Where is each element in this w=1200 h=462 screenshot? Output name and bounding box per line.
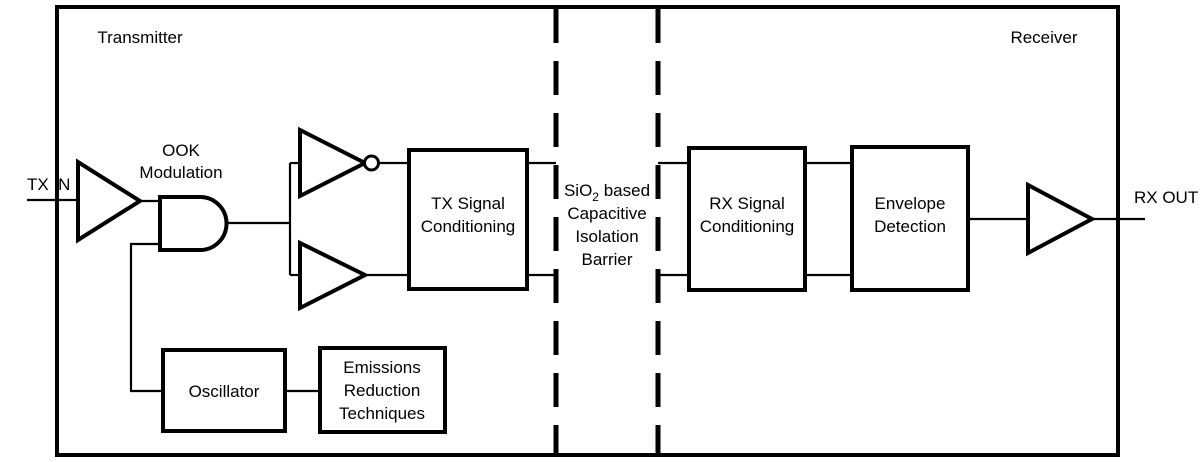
device-outline xyxy=(55,5,1120,457)
barrier-label-line2: Capacitive xyxy=(567,204,646,223)
tx-signal-conditioning-label-line2: Conditioning xyxy=(421,217,516,236)
emissions-reduction-block xyxy=(318,346,447,434)
barrier-label-line3: Isolation xyxy=(575,227,638,246)
tx-input-buffer-icon xyxy=(76,158,144,244)
barrier-label-line4: Barrier xyxy=(581,250,632,269)
envelope-detection-block xyxy=(850,145,970,292)
and-gate-icon xyxy=(158,195,229,252)
oscillator-label: Oscillator xyxy=(189,382,260,401)
inverter-bubble-icon xyxy=(363,154,380,172)
ook-modulation-label-line2: Modulation xyxy=(139,163,222,182)
envelope-detection-label-line2: Detection xyxy=(874,217,946,236)
envelope-detection-label-line1: Envelope xyxy=(875,194,946,213)
ook-modulation-label-line1: OOK xyxy=(162,141,200,160)
emissions-reduction-label-line2: Reduction xyxy=(344,381,421,400)
tx-buffer-icon xyxy=(298,239,370,312)
rx-output-buffer-icon xyxy=(1026,181,1097,257)
oscillator-to-and-gate-wire xyxy=(129,242,163,393)
rx-signal-conditioning-label-line1: RX Signal xyxy=(709,194,785,213)
tx-in-label: TX IN xyxy=(27,175,70,194)
oscillator-block xyxy=(161,348,287,433)
rx-signal-conditioning-label-line2: Conditioning xyxy=(700,217,795,236)
receiver-section-label: Receiver xyxy=(1010,28,1077,47)
transmitter-section-label: Transmitter xyxy=(97,28,183,47)
rx-out-label: RX OUT xyxy=(1134,188,1198,207)
barrier-label-sio2-prefix: SiO xyxy=(564,181,592,200)
emissions-reduction-label-line3: Techniques xyxy=(339,404,425,423)
barrier-label-line1: SiO2 based xyxy=(564,181,650,204)
barrier-label-sio2-subscript: 2 xyxy=(592,190,599,204)
tx-signal-conditioning-label-line1: TX Signal xyxy=(431,194,505,213)
rx-signal-conditioning-block xyxy=(687,146,807,292)
emissions-reduction-label-line1: Emissions xyxy=(343,358,420,377)
inverter-icon xyxy=(298,126,370,200)
tx-signal-conditioning-block xyxy=(407,148,529,291)
barrier-label-sio2-suffix: based xyxy=(599,181,650,200)
